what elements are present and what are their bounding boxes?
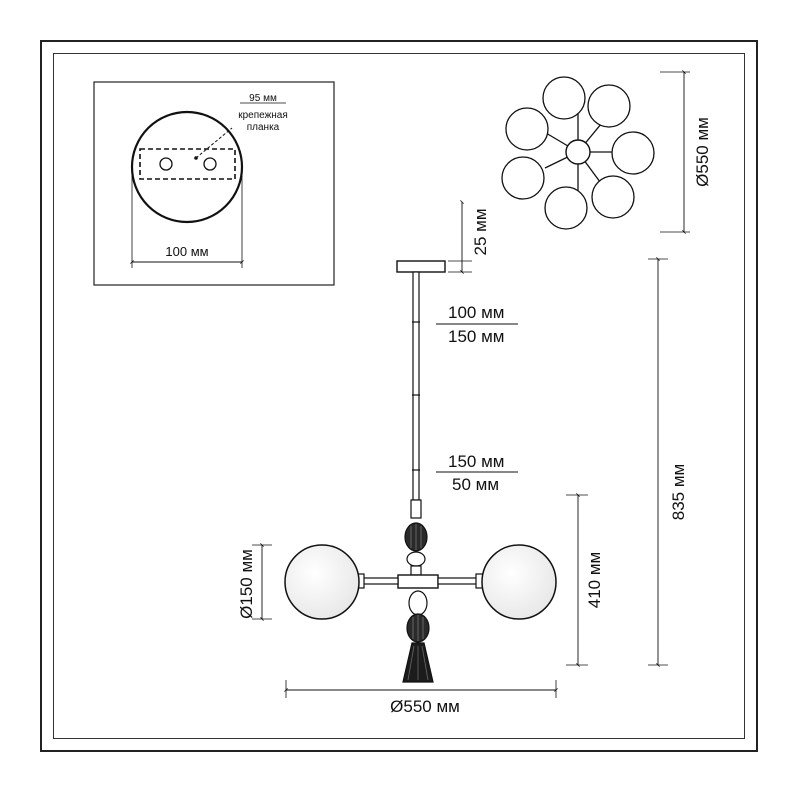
total-height-label: 835 мм — [669, 464, 688, 520]
lower-small-sphere — [408, 590, 428, 616]
canopy-outline — [130, 110, 244, 224]
shade-diameter-label: Ø150 мм — [237, 549, 256, 619]
left-glass-shade — [284, 544, 360, 620]
side-view: 25 мм 100 мм 150 мм 150 мм 50 мм 835 мм … — [237, 200, 688, 716]
top-view-globe-2 — [587, 84, 631, 128]
rod-b-label-2: 50 мм — [452, 475, 499, 494]
mount-plate-detail: 95 мм крепежная планка 100 мм — [93, 81, 335, 286]
drawing-inner-frame — [53, 53, 745, 739]
body-height-label: 410 мм — [585, 552, 604, 608]
upper-bead-ribs — [410, 524, 422, 550]
top-view-globe-3 — [505, 107, 549, 151]
rod-a-label-2: 150 мм — [448, 327, 504, 346]
upper-small-sphere — [406, 551, 426, 567]
tassel-lines — [407, 645, 429, 681]
top-view-globe-7 — [544, 186, 588, 230]
mounting-plate-outline — [139, 148, 236, 180]
top-view-globe-4 — [611, 131, 655, 175]
rod-collar — [410, 499, 422, 519]
rod-b-label-1: 150 мм — [448, 452, 504, 471]
top-view-diameter-label: Ø550 мм — [693, 117, 712, 187]
span-diameter-label: Ø550 мм — [390, 697, 460, 716]
top-view-hub — [565, 139, 591, 165]
top-view-globe-6 — [591, 175, 635, 219]
central-hub — [397, 574, 439, 589]
top-view-globe-5 — [501, 156, 545, 200]
top-view: Ø550 мм — [501, 70, 712, 234]
plate-width-label: 95 мм — [249, 93, 277, 104]
canopy-height-label: 25 мм — [471, 208, 490, 255]
side-view-rod — [412, 271, 420, 501]
left-arm — [361, 577, 399, 585]
canopy-diameter-label: 100 мм — [165, 244, 208, 259]
hub-neck — [410, 565, 422, 576]
plate-screw-hole-right — [203, 157, 217, 171]
plate-name-line1: крепежная — [238, 110, 288, 121]
drawing-outer-frame — [40, 40, 758, 752]
lower-bead-ribs — [412, 615, 424, 641]
plate-screw-hole-left — [159, 157, 173, 171]
right-arm — [437, 577, 479, 585]
top-view-globe-1 — [542, 76, 586, 120]
side-view-canopy — [396, 260, 446, 273]
plate-leader-line — [195, 127, 233, 159]
rod-a-label-1: 100 мм — [448, 303, 504, 322]
rod-joints — [412, 321, 420, 471]
plate-name-line2: планка — [247, 122, 280, 133]
right-glass-shade — [481, 544, 557, 620]
